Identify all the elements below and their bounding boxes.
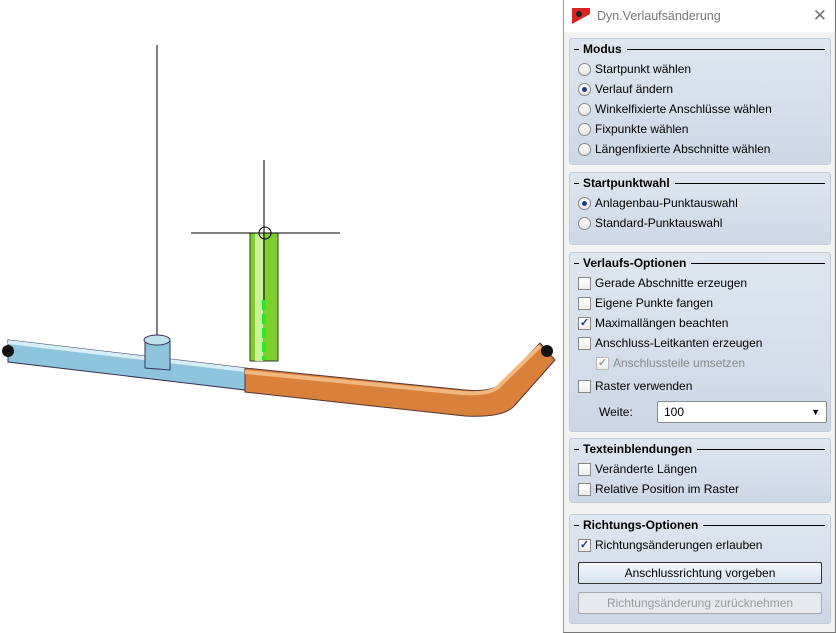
checkbox-option[interactable]: Raster verwenden — [570, 376, 830, 396]
checkbox[interactable]: ✓ — [578, 316, 591, 330]
checkbox[interactable] — [578, 336, 591, 350]
radio-option[interactable]: Anlagenbau-Punktauswahl — [570, 193, 830, 213]
checkbox-label: Eigene Punkte fangen — [595, 296, 714, 310]
title-bar: Dyn.Verlaufsänderung ✕ — [564, 0, 835, 32]
radio-option[interactable]: Winkelfixierte Anschlüsse wählen — [570, 99, 830, 119]
chevron-down-icon: ▼ — [811, 407, 820, 417]
radio-label: Standard-Punktauswahl — [595, 216, 723, 230]
checkbox[interactable] — [578, 462, 591, 476]
checkbox-label: Maximallängen beachten — [595, 316, 729, 330]
radio-label: Startpunkt wählen — [595, 62, 692, 76]
radio-label: Anlagenbau-Punktauswahl — [595, 196, 738, 210]
group-richtungs-optionen: Richtungs-Optionen ✓ Richtungsänderungen … — [569, 514, 831, 624]
checkbox-option[interactable]: ✓ Anschlussteile umsetzen — [570, 353, 830, 373]
radio-button[interactable] — [578, 216, 591, 230]
checkbox[interactable] — [578, 482, 591, 496]
radio-button[interactable] — [578, 122, 591, 136]
checkbox[interactable]: ✓ — [578, 538, 591, 552]
checkbox-option[interactable]: Eigene Punkte fangen — [570, 293, 830, 313]
dyn-verlaufsaenderung-dialog: Dyn.Verlaufsänderung ✕ Modus Startpunkt … — [563, 0, 836, 633]
group-title: Verlaufs-Optionen — [570, 253, 830, 273]
checkbox-option[interactable]: Relative Position im Raster — [570, 479, 830, 499]
radio-option[interactable]: Startpunkt wählen — [570, 59, 830, 79]
radio-option[interactable]: Standard-Punktauswahl — [570, 213, 830, 233]
weite-value: 100 — [664, 405, 685, 419]
checkbox[interactable] — [578, 296, 591, 310]
checkbox-label: Raster verwenden — [595, 379, 693, 393]
checkbox-label: Gerade Abschnitte erzeugen — [595, 276, 748, 290]
3d-viewport[interactable] — [0, 0, 563, 633]
checkbox-label: Richtungsänderungen erlauben — [595, 538, 763, 552]
app-logo-icon — [572, 8, 590, 24]
checkbox-option[interactable]: Anschluss-Leitkanten erzeugen — [570, 333, 830, 353]
weite-label: Weite: — [599, 405, 633, 419]
checkbox-option[interactable]: Gerade Abschnitte erzeugen — [570, 273, 830, 293]
weite-dropdown[interactable]: 100 ▼ — [657, 401, 827, 423]
radio-button[interactable] — [578, 62, 591, 76]
checkbox-option[interactable]: ✓ Richtungsänderungen erlauben — [570, 535, 830, 555]
checkbox[interactable]: ✓ — [596, 356, 609, 370]
group-title: Modus — [570, 39, 830, 59]
radio-button[interactable] — [578, 196, 591, 210]
radio-button[interactable] — [578, 82, 591, 96]
radio-label: Winkelfixierte Anschlüsse wählen — [595, 102, 772, 116]
checkbox-label: Veränderte Längen — [595, 462, 698, 476]
radio-label: Längenfixierte Abschnitte wählen — [595, 142, 771, 156]
checkbox-label: Anschlussteile umsetzen — [613, 356, 746, 370]
checkbox-label: Anschluss-Leitkanten erzeugen — [595, 336, 763, 350]
group-verlaufs-optionen: Verlaufs-Optionen Gerade Abschnitte erze… — [569, 252, 831, 432]
dialog-title: Dyn.Verlaufsänderung — [597, 9, 721, 23]
checkbox-option[interactable]: Veränderte Längen — [570, 459, 830, 479]
close-icon[interactable]: ✕ — [812, 6, 827, 25]
radio-button[interactable] — [578, 102, 591, 116]
checkbox-label: Relative Position im Raster — [595, 482, 740, 496]
richtungsaenderung-zuruecknehmen-button[interactable]: Richtungsänderung zurücknehmen — [578, 592, 822, 614]
group-title: Texteinblendungen — [570, 439, 830, 459]
checkbox[interactable] — [578, 276, 591, 290]
radio-label: Fixpunkte wählen — [595, 122, 689, 136]
pipe-model — [2, 45, 556, 417]
radio-button[interactable] — [578, 142, 591, 156]
anschlussrichtung-vorgeben-button[interactable]: Anschlussrichtung vorgeben — [578, 562, 822, 584]
radio-option[interactable]: Verlauf ändern — [570, 79, 830, 99]
group-title: Startpunktwahl — [570, 173, 830, 193]
radio-option[interactable]: Fixpunkte wählen — [570, 119, 830, 139]
radio-option[interactable]: Längenfixierte Abschnitte wählen — [570, 139, 830, 159]
checkbox-option[interactable]: ✓ Maximallängen beachten — [570, 313, 830, 333]
checkbox[interactable] — [578, 379, 591, 393]
radio-label: Verlauf ändern — [595, 82, 674, 96]
group-title: Richtungs-Optionen — [570, 515, 830, 535]
